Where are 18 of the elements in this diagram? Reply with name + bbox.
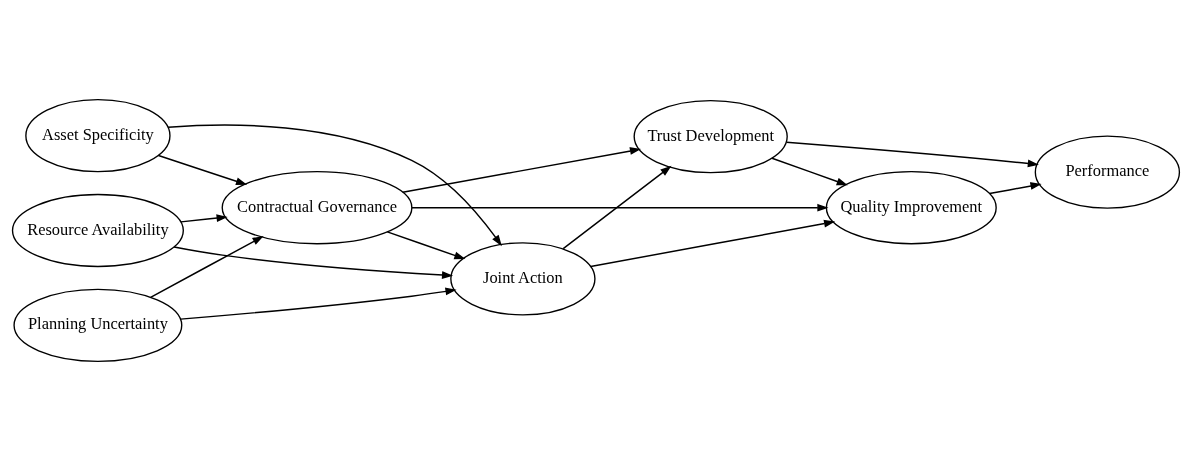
arrow	[402, 147, 642, 194]
arrow	[785, 141, 1039, 168]
arrow	[988, 182, 1042, 195]
arrow	[149, 236, 264, 299]
arrow	[411, 203, 829, 212]
node-ellipse: Asset Specificity	[25, 98, 171, 173]
arrow	[771, 157, 848, 186]
arrow	[180, 214, 228, 223]
arrow	[589, 219, 836, 268]
arrow	[386, 231, 466, 260]
arrow	[173, 246, 454, 279]
node-ellipse: Planning Uncertainty	[13, 288, 183, 363]
node-ellipse: Resource Availability	[11, 193, 184, 268]
arrow	[179, 287, 457, 320]
node-ellipse: Performance	[1034, 135, 1181, 209]
arrow	[157, 154, 248, 186]
arrow	[562, 165, 672, 250]
arrow	[167, 124, 502, 247]
